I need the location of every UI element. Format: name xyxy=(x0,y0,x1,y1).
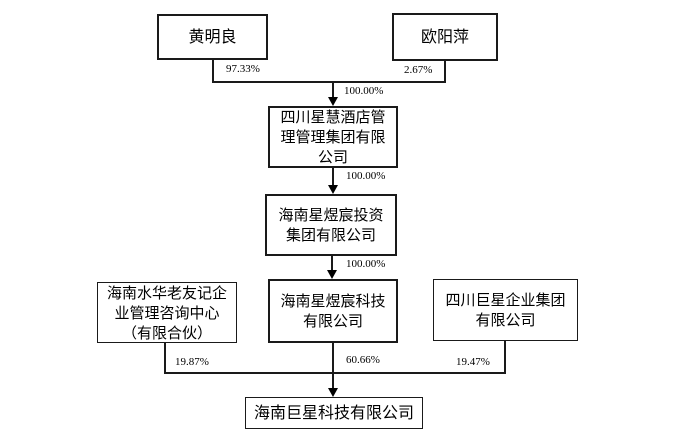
node-ouyang-ping: 欧阳萍 xyxy=(392,13,498,61)
arrow-into-xinghui xyxy=(328,97,338,106)
node-huang-mingliang: 黄明良 xyxy=(157,14,268,60)
connector-bottom-merge xyxy=(164,372,506,374)
connector-shuihua-down xyxy=(164,343,166,374)
pct-sichuan-juxing-share: 19.47% xyxy=(456,356,490,368)
connector-ouyang-down xyxy=(444,61,446,83)
connector-sichuan-juxing-down xyxy=(504,341,506,374)
pct-xinghui-to-investment: 100.00% xyxy=(346,170,386,182)
connector-top-merge xyxy=(212,81,446,83)
node-hainan-xingyuchen-tech: 海南星煜宸科技有限公司 xyxy=(268,279,398,343)
pct-huang-share: 97.33% xyxy=(226,63,260,75)
connector-investment-to-tech xyxy=(331,256,333,271)
arrow-into-tech xyxy=(327,270,337,279)
node-hainan-shuihua: 海南水华老友记企业管理咨询中心（有限合伙） xyxy=(97,282,237,343)
pct-tech-share: 60.66% xyxy=(346,354,380,366)
connector-merge-to-xinghui xyxy=(332,83,334,99)
arrow-into-investment xyxy=(328,185,338,194)
node-hainan-xingyuchen-investment: 海南星煜宸投资集团有限公司 xyxy=(265,194,397,256)
pct-shuihua-share: 19.87% xyxy=(175,356,209,368)
pct-investment-to-tech: 100.00% xyxy=(346,258,386,270)
pct-merge-to-xinghui: 100.00% xyxy=(344,85,384,97)
node-sichuan-juxing: 四川巨星企业集团有限公司 xyxy=(433,279,578,341)
node-hainan-juxing: 海南巨星科技有限公司 xyxy=(245,397,423,429)
connector-tech-down xyxy=(332,343,334,389)
node-sichuan-xinghui: 四川星慧酒店管理管理集团有限公司 xyxy=(268,106,398,168)
arrow-into-hainan-juxing xyxy=(328,388,338,397)
connector-huang-down xyxy=(212,60,214,83)
pct-ouyang-share: 2.67% xyxy=(404,64,433,76)
connector-xinghui-to-investment xyxy=(332,168,334,186)
